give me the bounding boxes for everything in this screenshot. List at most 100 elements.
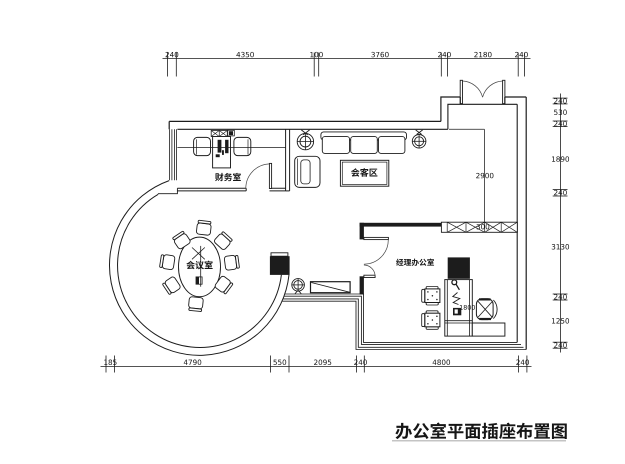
socket-wall-mark: [416, 129, 423, 135]
coffee-table-inner: [341, 161, 388, 185]
socket-wall-mark: [298, 290, 302, 295]
finance-appliance-fill: [228, 131, 233, 136]
wall-socket-symbol-2: [411, 129, 427, 149]
finance-chair-right: [233, 136, 252, 157]
dimension-chain-right: [551, 93, 570, 353]
cabinet-x: [211, 130, 220, 137]
finance-room: [157, 129, 291, 195]
door-leaf-right: [502, 79, 506, 105]
low-cabinet-diagonal: [311, 282, 350, 293]
column-block: [269, 252, 290, 275]
plant-x: [477, 301, 493, 318]
meeting-chair: [196, 219, 212, 236]
finance-door-leaf: [268, 162, 273, 189]
armchair-cushion: [300, 159, 311, 185]
guest-chair-back: [421, 313, 426, 328]
curved-wall-outer: [108, 180, 290, 356]
meeting-chair: [223, 254, 240, 271]
finance-chair-left: [193, 136, 211, 157]
table-socket-x: [191, 247, 206, 260]
low-cabinet: [309, 281, 351, 294]
socket-wall-mark: [415, 129, 422, 135]
office-desk-return: [471, 322, 506, 337]
socket-wall-mark: [302, 129, 310, 136]
executive-chair: [447, 257, 470, 279]
window-wall-line: [284, 295, 521, 345]
meeting-chair: [162, 276, 181, 295]
desk-mouse: [451, 279, 458, 286]
chair-dot: [436, 315, 438, 317]
cabinet-x: [465, 221, 485, 233]
finance-appliance: [227, 129, 235, 137]
wall-vestibule-left-outer: [440, 96, 461, 122]
meeting-chair: [159, 254, 176, 271]
socket-wall-mark: [294, 290, 299, 295]
desk-socket-notch: [454, 309, 458, 314]
reception-area: [294, 129, 427, 188]
plant-leaf-arc: [493, 299, 498, 319]
meeting-chair: [172, 230, 191, 250]
meeting-chair: [214, 231, 233, 250]
door-leaf-left: [459, 79, 463, 105]
chair-dot: [436, 291, 438, 293]
curved-wall-inner: [117, 193, 282, 348]
window-wall-line: [282, 300, 527, 350]
wall-arc-shelf: [157, 188, 178, 195]
desk-computer: [215, 154, 220, 158]
chair-dot: [427, 315, 429, 317]
chair-dot: [427, 323, 429, 325]
guest-chair: [421, 286, 441, 306]
meeting-room: [108, 180, 290, 356]
wall-socket-symbol-1: [296, 129, 315, 151]
wall-socket-symbol-3: [291, 278, 305, 295]
office-door-arc-small: [363, 264, 376, 277]
table-socket-box-fill: [196, 276, 199, 285]
chair-dot: [427, 291, 429, 293]
guest-chair: [421, 310, 441, 330]
office-wall-left-lower: [359, 276, 364, 295]
door-swing-arc-left: [462, 80, 483, 98]
office-wall-top: [359, 222, 442, 227]
conference-table: [178, 236, 221, 298]
entrance-double-door: [459, 79, 506, 105]
chair-dot: [431, 319, 434, 321]
plant: [475, 298, 498, 321]
office-door-leaf-small: [363, 274, 376, 278]
wall-vestibule-inner: [447, 103, 518, 130]
sofa-seat: [378, 136, 406, 154]
desk-cable-squiggle: [451, 292, 461, 305]
meeting-chair: [214, 275, 234, 295]
walls-exterior: [168, 96, 527, 350]
dimension-chain-top: [162, 51, 531, 77]
cabinet-x: [501, 221, 518, 233]
passage-window-wall: [282, 293, 527, 350]
desk-computer: [222, 150, 224, 155]
sofa-seat: [350, 136, 378, 154]
chair-dot: [436, 298, 438, 301]
office-door-leaf: [363, 236, 389, 241]
meeting-chair: [188, 296, 204, 312]
desk-computer: [225, 139, 229, 154]
manager-office: [359, 128, 518, 337]
desk-computer: [217, 139, 222, 153]
window-wall-line: [283, 298, 524, 348]
office-wall-left-upper: [359, 222, 364, 240]
chair-dot: [431, 294, 434, 297]
desk-cable: [455, 283, 460, 291]
chair-dot: [436, 323, 438, 325]
cabinet-x: [219, 130, 228, 137]
column-fill: [269, 256, 290, 275]
window-wall-line: [285, 293, 518, 343]
cabinet-x: [484, 221, 502, 233]
cabinet-x: [447, 221, 467, 233]
drawing-title: [392, 422, 567, 442]
dimension-chain-bottom: [100, 355, 532, 373]
finance-door-arc: [245, 163, 270, 189]
socket-wall-mark: [301, 129, 308, 136]
office-door-arc: [363, 239, 389, 265]
guest-chair-back: [421, 288, 426, 303]
chair-dot: [427, 298, 429, 301]
door-swing-arc-right: [482, 80, 503, 98]
